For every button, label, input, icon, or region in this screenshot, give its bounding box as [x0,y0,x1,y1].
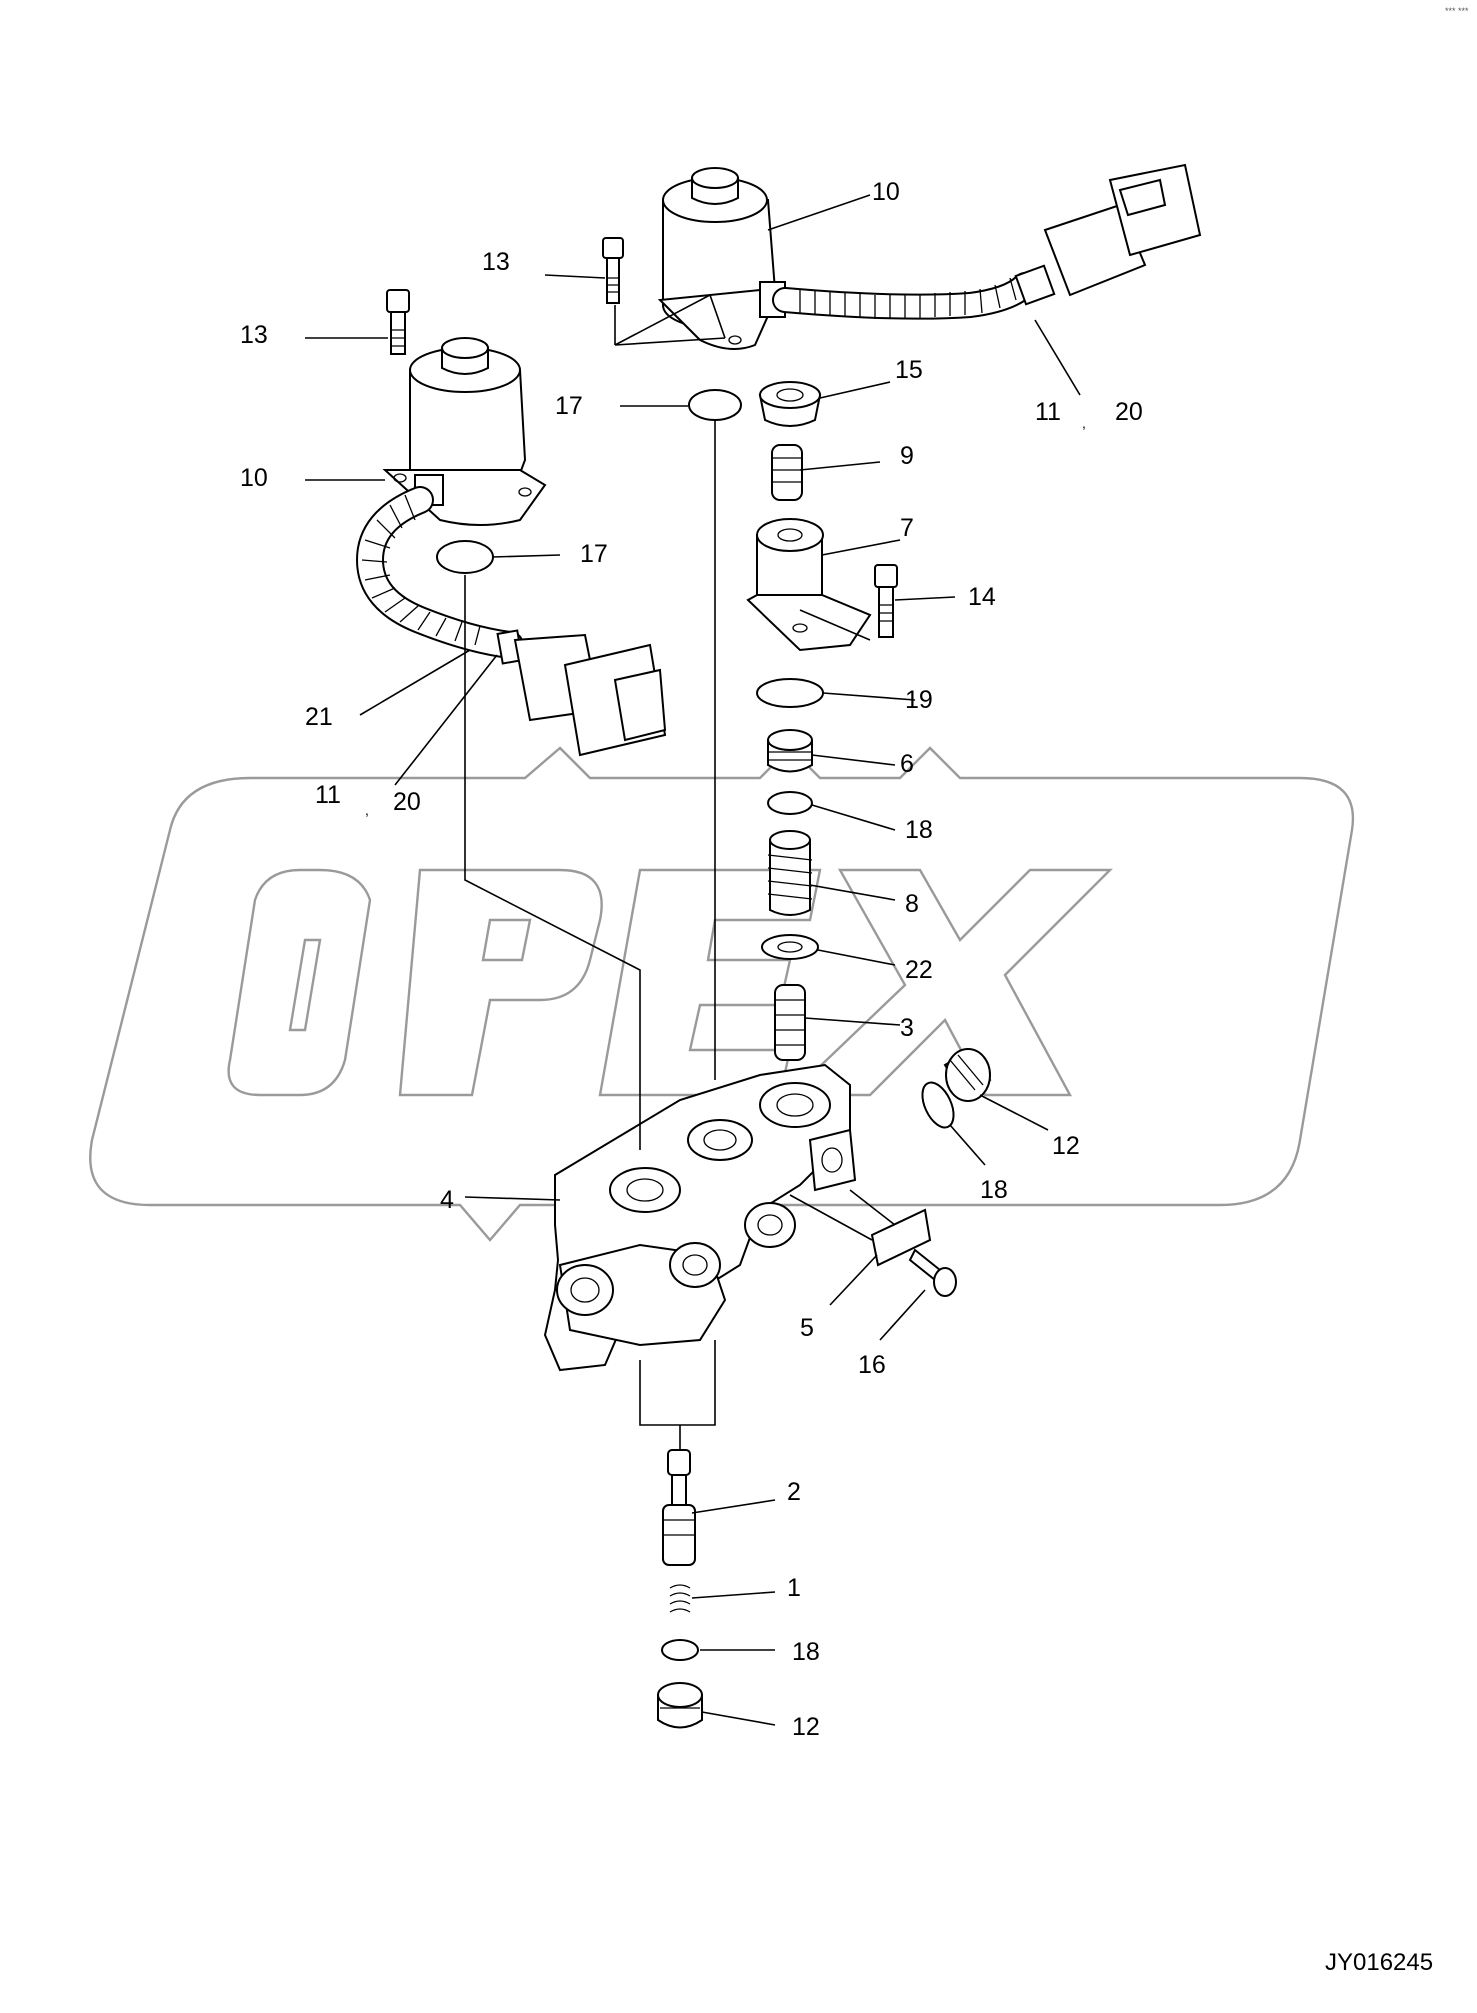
solenoid-top [657,167,786,350]
callout-18-c: 18 [792,1638,820,1666]
callout-9: 9 [900,442,914,470]
callout-10-top: 10 [872,178,900,206]
callout-6: 6 [900,750,914,778]
callout-20-left: 20 [393,788,421,816]
bolt-13-left [386,289,410,355]
bolt-13-top [602,237,624,304]
leader-lines [305,194,1081,1726]
callout-labels: 10 13 13 15 17 11 20 9 10 7 17 14 19 21 … [240,178,1143,1741]
o-ring-17-left [436,540,494,574]
comma-left: , [365,802,369,818]
callout-1: 1 [787,1574,801,1602]
callout-12-bottom: 12 [792,1713,820,1741]
callout-20-top: 20 [1115,398,1143,426]
corner-mark: *** *** [1445,6,1469,16]
callout-16: 16 [858,1351,886,1379]
plug-12-bottom [657,1682,703,1729]
drawing-number: JY016245 [1325,1949,1433,1976]
o-ring-17-top [688,389,742,421]
callout-4: 4 [440,1186,454,1214]
nut-15 [758,381,822,427]
o-ring-18-c [661,1639,699,1661]
spool-3 [774,984,806,1061]
o-ring-18-b [921,1081,955,1129]
o-ring-19 [756,678,824,708]
callout-8: 8 [905,890,919,918]
callout-22: 22 [905,956,933,984]
bolt-14 [874,564,898,638]
solenoid-left [382,337,547,526]
cable-top [772,163,1202,320]
callout-18-a: 18 [905,816,933,844]
callout-18-b: 18 [980,1176,1008,1204]
cable-left [355,486,667,757]
callout-15: 15 [895,356,923,384]
spring-1 [669,1584,691,1613]
spring-8 [767,830,813,916]
spool-2 [662,1449,696,1566]
callout-5: 5 [800,1314,814,1342]
callout-19: 19 [905,686,933,714]
callout-14: 14 [968,583,996,611]
plug-12-right [943,1048,992,1102]
callout-12-right: 12 [1052,1132,1080,1160]
assembly-lines [464,293,896,1450]
callout-17-left: 17 [580,540,608,568]
callout-17-top: 17 [555,392,583,420]
callout-11-top: 11 [1035,398,1061,426]
plug-6 [767,729,813,773]
callout-7: 7 [900,514,914,542]
callout-2: 2 [787,1478,801,1506]
callout-11-left: 11 [315,781,341,809]
callout-10-left: 10 [240,464,268,492]
screw-16 [908,1248,957,1297]
callout-13-top: 13 [482,248,510,276]
comma-top: , [1082,415,1086,431]
sleeve-7 [746,518,872,652]
callout-13-left: 13 [240,321,268,349]
spring-9 [771,444,803,501]
callout-21: 21 [305,703,333,731]
valve-body-4 [543,1063,857,1372]
callout-3: 3 [900,1014,914,1042]
o-ring-18-a [767,791,813,815]
washer-22 [761,934,819,960]
